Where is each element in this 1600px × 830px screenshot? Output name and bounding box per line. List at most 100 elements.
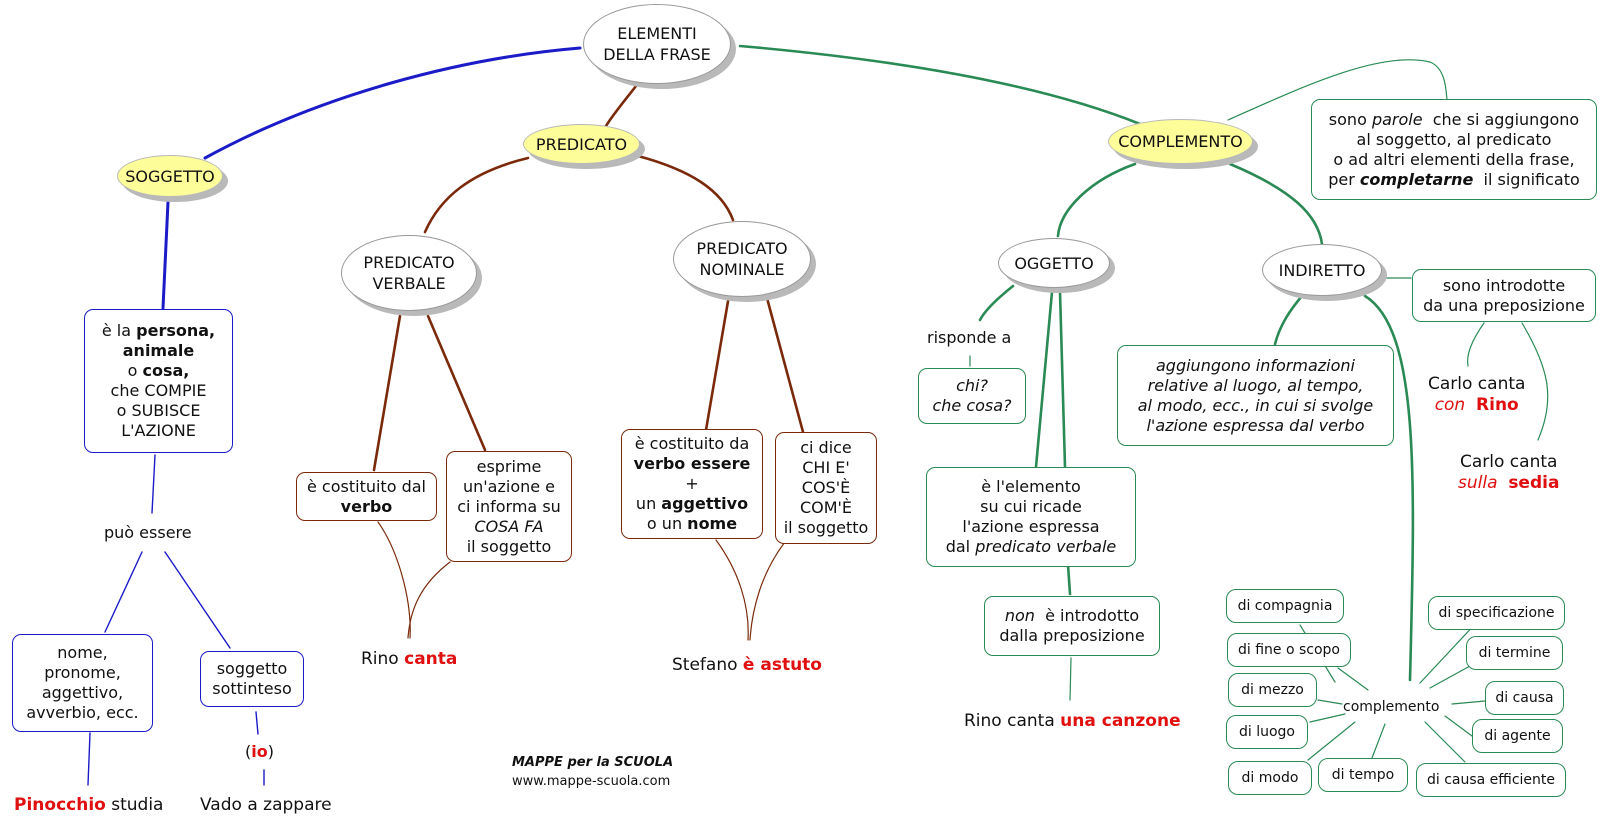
def-persona: persona, xyxy=(136,321,216,340)
spoke-tempo xyxy=(1371,723,1386,759)
ex1-word: Rino xyxy=(1476,395,1519,415)
verbale-box2-line3: ci informa su xyxy=(457,496,561,516)
oggetto-non-introdotto-box: non è introdotto dalla preposizione xyxy=(984,596,1160,656)
link-indiretto-info xyxy=(1273,294,1304,346)
soggetto-definition-box: è la persona, animale o cosa, che COMPIE… xyxy=(84,309,233,453)
type-avverbio: avverbio, ecc. xyxy=(26,703,139,722)
io-open: ( xyxy=(245,742,252,761)
link-indiretto-hub xyxy=(1363,294,1415,682)
nominale-box2-line3: COS'È xyxy=(801,478,851,497)
def-text: è la xyxy=(101,321,137,340)
example-subject: Pinocchio xyxy=(14,795,106,815)
nominale-example: Stefano è astuto xyxy=(672,655,822,675)
indiretto-example-1: Carlo canta con Rino xyxy=(1428,374,1525,416)
def-text: o xyxy=(127,361,143,380)
link-verbale-ex-b xyxy=(407,561,451,639)
def-per: per xyxy=(1328,169,1360,189)
io-label: (io) xyxy=(245,742,274,761)
link-soggetto-def xyxy=(161,200,170,310)
verbale-line-2: VERBALE xyxy=(372,274,446,293)
verbale-example-verb: canta xyxy=(404,649,458,669)
oggetto-title: OGGETTO xyxy=(1014,253,1094,273)
puo-essere-label: può essere xyxy=(104,523,192,542)
nominale-line-2: NOMINALE xyxy=(699,260,785,279)
ex1-line1: Carlo canta xyxy=(1428,374,1526,394)
link-complemento-indiretto xyxy=(1228,162,1324,246)
example-rest: studia xyxy=(105,795,164,815)
verbale-box2-line5: il soggetto xyxy=(466,536,552,556)
link-prep-ex2 xyxy=(1521,322,1549,441)
nominale-box2-line1: ci dice xyxy=(800,438,852,457)
link-types-example xyxy=(87,732,91,786)
sottinteso-line-2: sottinteso xyxy=(212,679,292,698)
nominale-box1-aggettivo: aggettivo xyxy=(661,494,749,513)
link-def-puo xyxy=(151,454,156,514)
nominale-example-subject: Stefano xyxy=(672,655,743,675)
verbale-box2-cosa-fa: COSA FA xyxy=(474,516,544,536)
info-line3: al modo, ecc., in cui si svolge xyxy=(1137,395,1374,415)
verbale-box1-verbo: verbo xyxy=(340,496,393,516)
verbale-box1-line1: è costituito dal xyxy=(307,476,426,496)
type-di-tempo: di tempo xyxy=(1318,758,1408,792)
soggetto-types-box: nome, pronome, aggettivo, avverbio, ecc. xyxy=(12,634,153,732)
soggetto-title: SOGGETTO xyxy=(125,166,215,186)
type-di-modo: di modo xyxy=(1228,761,1312,795)
verbale-line-1: PREDICATO xyxy=(363,253,455,272)
soggetto-node: SOGGETTO xyxy=(117,155,223,197)
oggetto-box1-predicato-verbale: predicato verbale xyxy=(975,537,1117,556)
soggetto-sottinteso-box: soggetto sottinteso xyxy=(200,651,304,707)
type-di-mezzo: di mezzo xyxy=(1228,673,1317,707)
io-close: ) xyxy=(267,742,274,761)
link-prep-ex1 xyxy=(1467,322,1485,367)
spoke-fine xyxy=(1337,667,1369,691)
link-sottinteso-io xyxy=(255,711,259,735)
nominale-box1-plus: + xyxy=(685,474,699,493)
indiretto-preposizione-box: sono introdotte da una preposizione xyxy=(1412,269,1596,322)
nominale-box2-line5: il soggetto xyxy=(783,518,869,537)
sottinteso-line-1: soggetto xyxy=(216,659,288,678)
spoke-luogo xyxy=(1309,713,1346,723)
link-puo-sottinteso xyxy=(164,551,231,649)
oggetto-box1-dal: dal xyxy=(945,537,976,556)
predicato-verbale-node: PREDICATO VERBALE xyxy=(341,235,477,311)
complemento-title: COMPLEMENTO xyxy=(1118,132,1243,151)
spoke-mezzo xyxy=(1317,699,1343,705)
spoke-modo xyxy=(1307,721,1356,761)
def-completarne: completarne xyxy=(1359,169,1474,189)
link-root-complemento xyxy=(738,44,1142,126)
spoke-causa-efficiente xyxy=(1424,721,1466,763)
type-di-compagnia: di compagnia xyxy=(1226,589,1344,623)
info-line2: relative al luogo, al tempo, xyxy=(1147,375,1364,395)
question-che-cosa: che cosa? xyxy=(932,396,1012,415)
type-di-causa: di causa xyxy=(1485,681,1564,715)
indiretto-node: INDIRETTO xyxy=(1262,244,1382,296)
verbale-example-subject: Rino xyxy=(361,649,405,669)
link-nominale-box2 xyxy=(758,270,805,434)
root-line-1: ELEMENTI xyxy=(617,24,697,43)
oggetto-node: OGGETTO xyxy=(998,238,1110,288)
io-word: io xyxy=(251,742,268,761)
link-complemento-oggetto xyxy=(1056,162,1137,238)
spoke-causa xyxy=(1451,700,1486,705)
def-significato: il significato xyxy=(1473,169,1580,189)
def-subisce: o SUBISCE xyxy=(116,401,201,420)
indiretto-info-box: aggiungono informazioni relative al luog… xyxy=(1117,345,1394,446)
link-nominale-box1 xyxy=(704,270,735,432)
oggetto-box1-line2: su cui ricade xyxy=(980,497,1082,516)
type-di-fine-o-scopo: di fine o scopo xyxy=(1227,633,1351,667)
prep-box-line1: sono introdotte xyxy=(1442,275,1566,295)
def-azione: L'AZIONE xyxy=(121,421,196,440)
def-sono: sono xyxy=(1328,109,1372,129)
link-oggetto-risponde xyxy=(978,284,1015,322)
link-verbale-box2 xyxy=(426,314,487,452)
oggetto-questions-box: chi? che cosa? xyxy=(918,368,1026,424)
link-verbale-box1 xyxy=(372,314,402,472)
root-line-2: DELLA FRASE xyxy=(603,45,711,64)
complemento-hub-label: complemento xyxy=(1343,699,1440,715)
type-nome: nome, xyxy=(57,643,108,662)
nominale-box2-line2: CHI E' xyxy=(802,458,850,477)
predicato-node: PREDICATO xyxy=(523,124,640,164)
ex1-prep: con xyxy=(1434,395,1466,415)
